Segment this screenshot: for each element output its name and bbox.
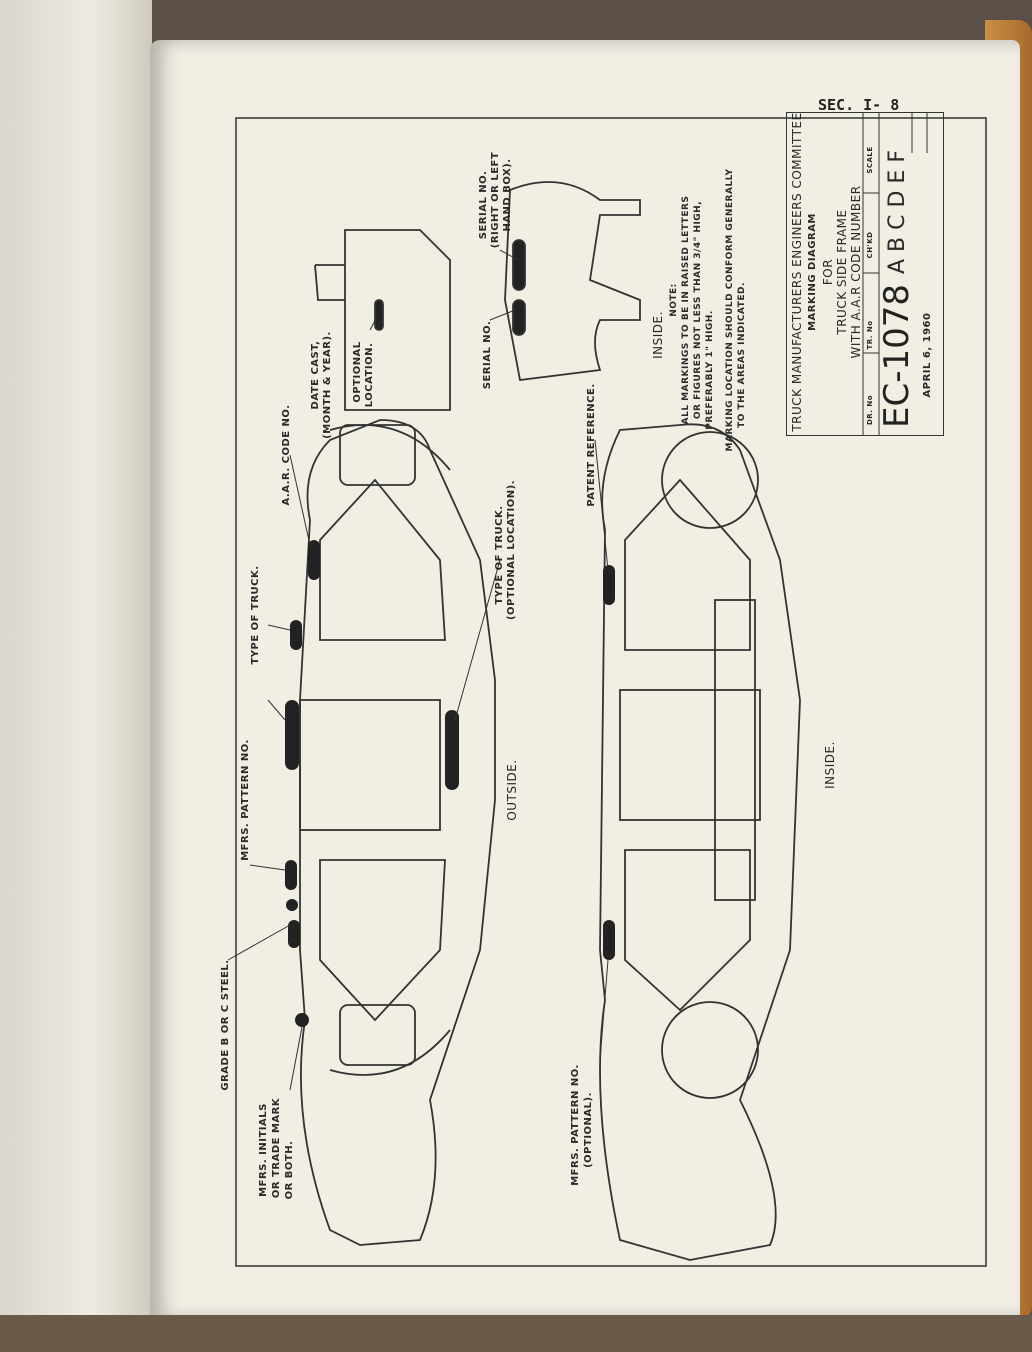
mfrs-initials-3: OR BOTH.	[284, 1140, 295, 1200]
title-line-4: TRUCK SIDE FRAME	[835, 209, 849, 335]
drawing-border	[235, 117, 987, 1267]
note-line-3: PREFERABLY 1" HIGH.	[705, 310, 715, 430]
outside-side-frame	[299, 419, 496, 1246]
note-heading-text: NOTE:	[669, 283, 679, 317]
date-cast-1: DATE CAST,	[310, 340, 321, 410]
aar-code-label: A.A.R. CODE NO.	[281, 404, 292, 506]
type-optional-1: TYPE OF TRUCK.	[494, 505, 505, 605]
title-block-grid	[862, 113, 928, 435]
patent-reference-label: PATENT REFERENCE.	[586, 383, 597, 507]
type-of-truck-label: TYPE OF TRUCK.	[250, 565, 261, 665]
title-line-2: MARKING DIAGRAM	[807, 213, 818, 331]
mfrs-pattern-optional-2: (OPTIONAL).	[583, 1092, 594, 1168]
optional-location-1: OPTIONAL	[352, 341, 363, 403]
serial-label-2: (RIGHT OR LEFT	[490, 151, 501, 249]
revision-letters: A B C D E F	[885, 150, 910, 274]
table-surface	[0, 1315, 1032, 1352]
title-line-1: TRUCK MANUFACTURERS ENGINEERS COMMITTEE	[790, 112, 804, 432]
left-page	[0, 0, 152, 1352]
inside-side-frame	[599, 423, 801, 1261]
section-number: SEC. I- 8	[818, 96, 900, 114]
mfrs-pattern-optional-1: MFRS. PATTERN NO.	[570, 1064, 581, 1186]
note-line-1: ALL MARKINGS TO BE IN RAISED LETTERS	[681, 195, 691, 425]
mfrs-pattern-label: MFRS. PATTERN NO.	[240, 739, 251, 861]
inside-detail-label: INSIDE.	[651, 311, 665, 359]
dr-no-header: DR. No	[866, 394, 874, 426]
note-line-5: TO THE AREAS INDICATED.	[737, 282, 747, 428]
note-line-2: OR FIGURES NOT LESS THAN 3/4" HIGH,	[693, 200, 703, 420]
inside-detail-view	[504, 181, 641, 381]
drawing-date: APRIL 6, 1960	[922, 312, 933, 398]
type-optional-2: (OPTIONAL LOCATION).	[506, 479, 517, 621]
leader-lines	[227, 249, 609, 1091]
right-page	[150, 40, 1020, 1320]
title-line-5: WITH A.A.R CODE NUMBER	[849, 185, 863, 359]
optional-location-2: LOCATION.	[364, 342, 375, 408]
mfrs-initials-1: MFRS. INITIALS	[258, 1103, 269, 1197]
scale-header: SCALE	[866, 146, 874, 174]
date-cast-2: (MONTH & YEAR).	[322, 331, 333, 439]
note-heading: NOTE:	[668, 283, 680, 317]
drawing-number: EC-1078	[877, 283, 917, 429]
title-line-3: FOR	[821, 258, 835, 286]
mfrs-initials-2: OR TRADE MARK	[271, 1097, 282, 1199]
chkd-header: CH'KD	[866, 231, 874, 259]
note-line-4: MARKING LOCATION SHOULD CONFORM GENERALL…	[725, 168, 735, 452]
outside-label: OUTSIDE.	[505, 759, 519, 821]
outside-detail-view	[314, 229, 451, 411]
title-block	[786, 112, 944, 436]
tr-no-header: TR. No	[866, 320, 874, 350]
inside-label: INSIDE.	[823, 741, 837, 789]
serial-no-label: SERIAL NO.	[482, 320, 493, 390]
outside-marking-areas	[285, 540, 459, 1027]
grade-steel-label: GRADE B OR C STEEL.	[220, 959, 231, 1091]
inside-marking-areas	[603, 565, 615, 960]
serial-label-3: HAND BOX).	[502, 158, 513, 232]
serial-label-1: SERIAL NO.	[478, 170, 489, 240]
